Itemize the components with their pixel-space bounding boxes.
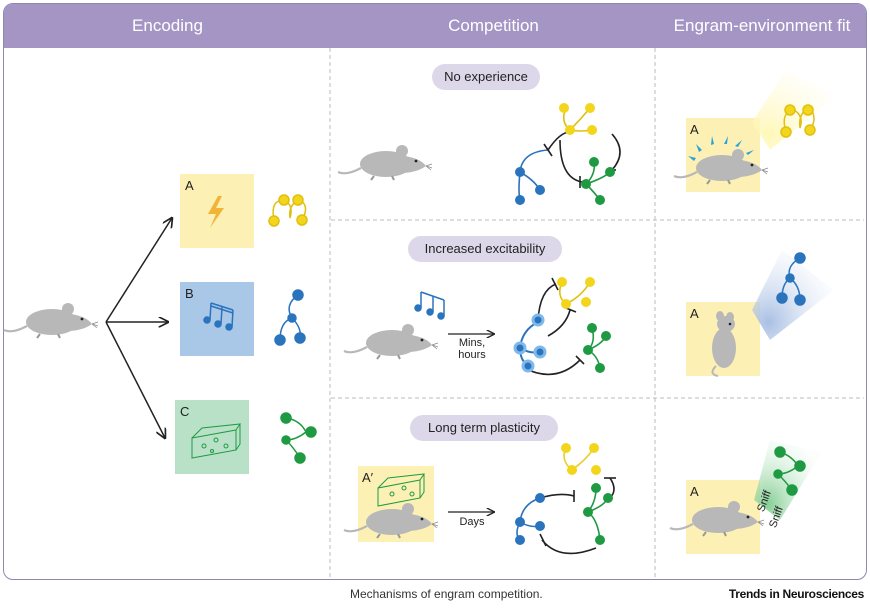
figure-caption: Mechanisms of engram competition. bbox=[350, 587, 543, 601]
blue-neuron-fit bbox=[776, 252, 806, 306]
cheese-icon bbox=[191, 423, 242, 459]
excitement-marks bbox=[688, 136, 754, 161]
blue-glow bbox=[752, 250, 834, 340]
fit-label-r1: A bbox=[690, 122, 699, 137]
label-a-prime: A′ bbox=[362, 470, 374, 485]
green-neuron-fit bbox=[773, 446, 806, 496]
label-c: C bbox=[180, 404, 190, 419]
journal-logo: Trends in Neurosciences bbox=[728, 587, 864, 601]
blue-neuron-encoding bbox=[274, 289, 306, 346]
arrow-to-c bbox=[105, 321, 165, 438]
arrow-to-a bbox=[105, 218, 172, 323]
yellow-nodes-row2 bbox=[557, 277, 595, 309]
green-nodes-row3 bbox=[583, 483, 613, 545]
mouse-row2 bbox=[342, 322, 440, 361]
mouse-row1 bbox=[336, 143, 434, 182]
yellow-neuron-fit bbox=[780, 104, 816, 138]
fit-label-r2: A bbox=[690, 306, 699, 321]
box-b bbox=[180, 282, 254, 356]
blue-nodes-row2 bbox=[513, 313, 547, 373]
fit-label-r3: A bbox=[690, 484, 699, 499]
encoding-mouse bbox=[2, 301, 100, 340]
header-encoding: Encoding bbox=[132, 16, 203, 35]
green-glow bbox=[754, 440, 822, 520]
pill-long-term-plasticity: Long term plasticity bbox=[410, 415, 558, 441]
pill-no-experience: No experience bbox=[432, 64, 540, 90]
green-neuron-encoding bbox=[280, 412, 317, 464]
header-fit: Engram-environment fit bbox=[673, 16, 851, 35]
header-bar: Encoding Competition Engram-environment … bbox=[4, 4, 866, 48]
network-row1 bbox=[518, 107, 621, 201]
yellow-nodes-row1 bbox=[559, 103, 597, 135]
label-b: B bbox=[185, 286, 194, 301]
figure-panel: Encoding Competition Engram-environment … bbox=[3, 3, 867, 580]
blue-nodes-row1 bbox=[515, 167, 545, 205]
yellow-nodes-row3 bbox=[561, 443, 601, 475]
box-c bbox=[175, 400, 249, 474]
yellow-neuron-encoding bbox=[268, 194, 308, 227]
pill-increased-excitability: Increased excitability bbox=[408, 236, 562, 262]
blue-nodes-row3 bbox=[515, 493, 545, 545]
lightning-icon bbox=[208, 196, 224, 228]
green-nodes-row1 bbox=[581, 157, 615, 205]
label-days: Days bbox=[459, 516, 485, 528]
label-a: A bbox=[185, 178, 194, 193]
label-mins-hours: Mins, hours bbox=[458, 337, 486, 361]
music-notes-icon bbox=[203, 302, 234, 331]
green-nodes-row2 bbox=[583, 323, 611, 373]
cheese-row3 bbox=[377, 473, 426, 507]
header-competition: Competition bbox=[448, 16, 539, 35]
music-notes-row2 bbox=[414, 291, 445, 320]
